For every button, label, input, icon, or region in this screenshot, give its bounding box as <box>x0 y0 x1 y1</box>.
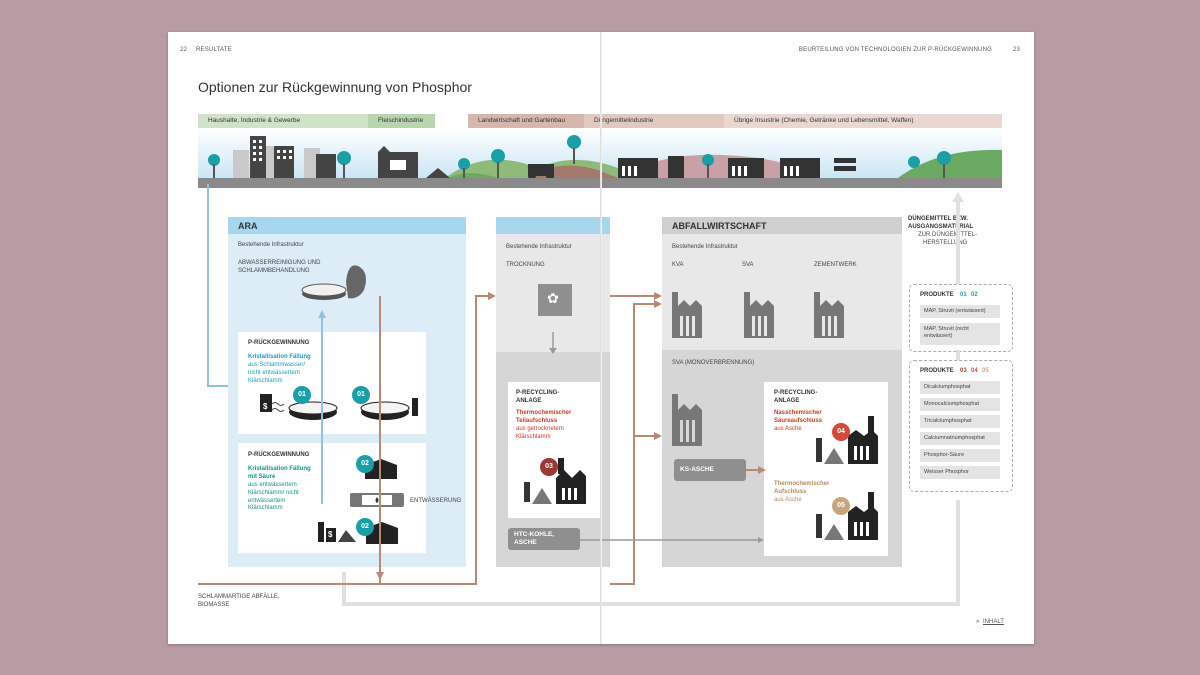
sludge-tank-icon <box>301 265 366 300</box>
box1-desc: aus Schlammwasser/ nicht entwässertem Kl… <box>248 362 306 384</box>
product-map-wet: MAP, Struvit (nicht entwässert) <box>920 323 1000 345</box>
badge-01-a: 01 <box>293 386 311 404</box>
products-box-a: PRODUKTE 01 02 MAP, Struvit (entwässert)… <box>909 284 1013 352</box>
waste-header-bar <box>662 217 902 234</box>
product-tricalcium: Tricalciumphosphat <box>920 415 1000 428</box>
page-title: Optionen zur Rückgewinnung von Phosphor <box>198 79 472 95</box>
dewatering-icon <box>350 493 404 507</box>
flow-arrows <box>198 184 964 606</box>
products-b-n1: 03 <box>960 368 967 374</box>
box2-desc: aus entwässertem Klärschlamm/ nicht entw… <box>248 482 299 512</box>
products-b-n2: 04 <box>971 368 978 374</box>
badge-02-a: 02 <box>356 455 374 473</box>
drying-box-title: P-RECYCLING-ANLAGE <box>516 390 560 404</box>
product-calciumnatrium: Calciumnatriumphosphat <box>920 432 1000 445</box>
dewatering-label: ENTWÄSSERUNG <box>410 498 462 504</box>
money-icon-2: $ <box>263 402 268 411</box>
waste-sva-mono: SVA (MONOVERBRENNUNG) <box>672 360 755 366</box>
product-white-phosphorus: Weisser Phosphor <box>920 466 1000 479</box>
badge-01-b: 01 <box>352 386 370 404</box>
fertilizer-line1: DÜNGEMITTEL BZW. <box>908 216 968 222</box>
category-meat: Fleischindustrie <box>368 114 435 128</box>
ks-ash-pill: KS-ASCHE <box>674 459 746 481</box>
badge-05: 05 <box>832 497 850 515</box>
drying-box-desc: aus getrocknetem Klärschlamm <box>516 426 564 440</box>
product-dicalcium: Dicalciumphosphat <box>920 381 1000 394</box>
drying-fan-icon <box>538 284 572 316</box>
page-number-right: 23 <box>1012 47 1020 53</box>
box1-subtitle: Kristallisation Fällung <box>248 354 311 360</box>
waste-zement: ZEMENTWERK <box>814 262 857 268</box>
products-a-n2: 02 <box>971 292 978 298</box>
box2-subtitle: Kristallisation Fällung mit Säure <box>248 466 311 480</box>
thermo-plant-icon-03 <box>524 458 586 504</box>
category-agriculture: Landwirtschaft und Gartenbau <box>468 114 616 128</box>
waste-box-desc2: aus Asche <box>774 497 802 503</box>
waste-box-title: P-RECYCLING-ANLAGE <box>774 390 818 404</box>
drying-box-subtitle: Thermochemischer Teilaufschluss <box>516 410 572 424</box>
ara-existing: Bestehende Infrastruktur <box>238 242 304 248</box>
inhalt-arrow-icon: » <box>976 619 980 625</box>
products-b-n3: 05 <box>982 368 989 374</box>
waste-header: ABFALLWIRTSCHAFT <box>672 221 767 231</box>
category-fertilizer: Düngemittelindustrie <box>584 114 726 128</box>
crystallization-tanks-icon <box>260 394 418 420</box>
incineration-plants-icon <box>672 292 844 338</box>
badge-02-b: 02 <box>356 518 374 536</box>
ara-header-bar <box>228 217 466 234</box>
bottom-left-line2: BIOMASSE <box>198 602 230 608</box>
product-map-dewatered: MAP, Struvit (entwässert) <box>920 305 1000 318</box>
drying-process: TROCKNUNG <box>506 262 545 268</box>
product-monocalcium: Monocalciumphosphat <box>920 398 1000 411</box>
money-icon: $ <box>328 530 333 539</box>
ara-process: ABWASSERREINIGUNG UND SCHLAMMBEHANDLUNG <box>238 260 321 274</box>
drying-header-bar <box>496 217 610 234</box>
fan-glyph-icon: ✿ <box>547 290 559 306</box>
fertilizer-line2: AUSGANGSMATERIAL <box>908 224 974 230</box>
page-gutter <box>600 32 602 644</box>
category-households: Haushalte, Industrie & Gewerbe <box>198 114 368 128</box>
thermo-plant-icon-05 <box>816 492 878 540</box>
products-a-n1: 01 <box>960 292 967 298</box>
drying-existing: Bestehende Infrastruktur <box>506 244 572 250</box>
waste-box-desc1: aus Asche <box>774 426 802 432</box>
waste-existing: Bestehende Infrastruktur <box>672 244 738 250</box>
product-phosphoric-acid: Phosphor-Säure <box>920 449 1000 462</box>
products-b-label: PRODUKTE <box>920 368 954 374</box>
fertilizer-line3: ZUR DÜNGEMITTEL- <box>918 232 977 238</box>
page-number-left: 22 <box>180 47 188 53</box>
reactor-chemicals-icon <box>318 522 398 544</box>
document-spread: 22 RESULTATE BEURTEILUNG VON TECHNOLOGIE… <box>168 32 1034 644</box>
waste-kva: KVA <box>672 262 684 268</box>
mono-incineration-icon <box>672 394 702 446</box>
section-right: BEURTEILUNG VON TECHNOLOGIEN ZUR P-RÜCKG… <box>798 47 992 53</box>
box1-title: P-RÜCKGEWINNUNG <box>248 340 310 346</box>
inhalt-link[interactable]: INHALT <box>983 619 1004 625</box>
badge-03: 03 <box>540 458 558 476</box>
section-left: RESULTATE <box>196 47 232 53</box>
products-a-label: PRODUKTE <box>920 292 954 298</box>
waste-box-sub2: Thermochemischer Aufschluss <box>774 481 830 495</box>
ara-header: ARA <box>238 221 258 231</box>
badge-04: 04 <box>832 423 850 441</box>
waste-box-sub1: Nasschemischer Säureaufschluss <box>774 410 823 424</box>
category-other-industry: Übrige Insustrie (Chemie, Getränke und L… <box>724 114 1002 128</box>
fertilizer-line4: HERSTELLUNG <box>923 240 968 246</box>
htc-ash-pill: HTC-KOHLE, ASCHE <box>508 528 580 550</box>
products-box-b: PRODUKTE 03 04 05 Dicalciumphosphat Mono… <box>909 360 1013 492</box>
box2-title: P-RÜCKGEWINNUNG <box>248 452 310 458</box>
waste-sva: SVA <box>742 262 754 268</box>
bottom-left-line1: SCHLAMMARTIGE ABFÄLLE, <box>198 594 280 600</box>
wet-chemical-plant-icon <box>816 416 878 464</box>
